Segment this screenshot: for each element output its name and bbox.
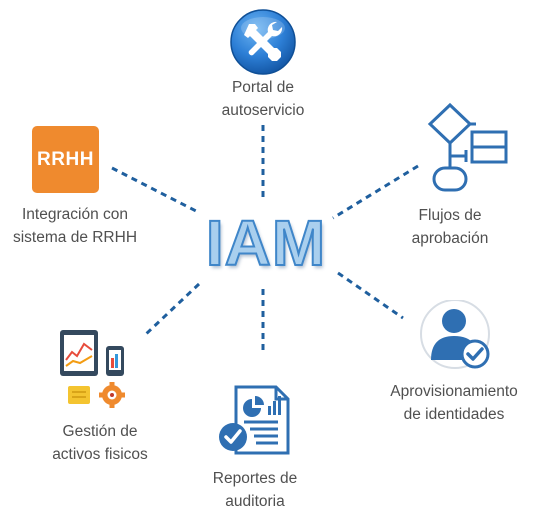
- aprovisionamiento-label-line1: Aprovisionamiento: [390, 383, 518, 400]
- portal-label: Portal de autoservicio: [205, 76, 321, 122]
- reportes-label-line2: auditoria: [225, 493, 285, 510]
- gestion-label: Gestión de activos fisicos: [37, 420, 163, 466]
- flowchart-icon: [427, 102, 508, 192]
- flujos-label: Flujos de aprobación: [395, 204, 505, 250]
- connector-aprovisionamiento: [337, 271, 404, 320]
- aprovisionamiento-label-line2: de identidades: [403, 406, 505, 423]
- rrhh-label-line1: Integración con: [22, 206, 128, 223]
- center-title: IAM: [205, 207, 327, 279]
- connector-rrhh: [111, 166, 197, 213]
- aprovisionamiento-label: Aprovisionamiento de identidades: [377, 380, 531, 426]
- rrhh-icon-text: RRHH: [37, 148, 94, 170]
- flujos-label-line2: aprobación: [411, 230, 489, 247]
- gestion-label-line2: activos fisicos: [52, 446, 148, 463]
- devices-icon: [60, 330, 125, 408]
- flujos-label-line1: Flujos de: [418, 207, 482, 224]
- reportes-label-line1: Reportes de: [212, 470, 298, 487]
- connector-gestion: [144, 282, 201, 336]
- rrhh-label-line2: sistema de RRHH: [12, 229, 138, 246]
- reportes-label: Reportes de auditoria: [197, 467, 313, 513]
- portal-label-line2: autoservicio: [221, 102, 305, 119]
- gestion-label-line1: Gestión de: [62, 423, 138, 440]
- rrhh-label: Integración con sistema de RRHH: [2, 203, 148, 249]
- report-icon: [219, 385, 290, 455]
- connector-flujos: [332, 164, 419, 220]
- portal-label-line1: Portal de: [231, 79, 295, 96]
- tools-icon: [230, 9, 296, 75]
- user-check-icon: [420, 300, 490, 369]
- rrhh-icon: RRHH: [32, 126, 99, 193]
